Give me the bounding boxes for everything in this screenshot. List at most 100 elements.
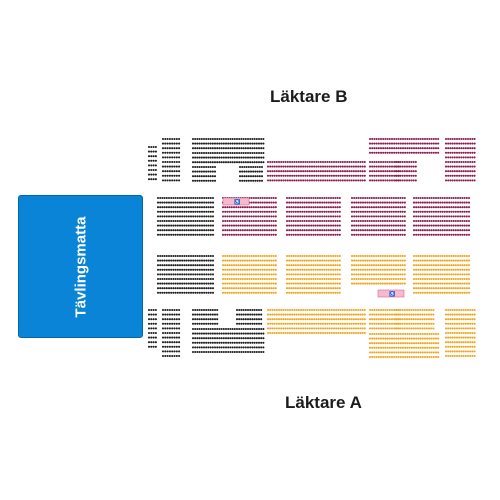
seat[interactable] (453, 313, 456, 316)
seat[interactable] (337, 327, 340, 330)
seat[interactable] (455, 341, 459, 344)
seat[interactable] (221, 287, 225, 290)
seat[interactable] (296, 224, 300, 227)
seat[interactable] (316, 291, 319, 294)
seat[interactable] (194, 206, 197, 209)
seat[interactable] (178, 287, 182, 290)
seat[interactable] (467, 291, 471, 294)
seat[interactable] (209, 332, 212, 335)
seat[interactable] (394, 313, 398, 316)
seat[interactable] (202, 142, 206, 145)
seat[interactable] (313, 327, 316, 330)
seat[interactable] (273, 308, 276, 312)
seat[interactable] (257, 215, 260, 218)
seat[interactable] (317, 308, 320, 312)
seat[interactable] (191, 327, 195, 331)
seat[interactable] (437, 268, 440, 271)
seat[interactable] (161, 201, 164, 204)
seat[interactable] (357, 264, 360, 267)
seat[interactable] (393, 318, 396, 321)
seat[interactable] (449, 354, 452, 358)
seat[interactable] (379, 224, 382, 227)
seat[interactable] (471, 322, 474, 325)
seat[interactable] (406, 142, 409, 145)
seat[interactable] (321, 219, 324, 223)
seat[interactable] (430, 233, 433, 236)
seat[interactable] (397, 313, 400, 316)
seat[interactable] (216, 332, 219, 335)
seat[interactable] (209, 170, 212, 173)
seat[interactable] (326, 165, 329, 168)
seat[interactable] (285, 224, 289, 227)
seat[interactable] (359, 273, 362, 276)
seat[interactable] (430, 313, 433, 316)
seat[interactable] (166, 151, 169, 154)
seat[interactable] (454, 219, 457, 223)
seat[interactable] (393, 351, 396, 354)
seat[interactable] (244, 327, 247, 331)
seat[interactable] (205, 282, 208, 285)
seat[interactable] (373, 170, 376, 173)
seat[interactable] (353, 196, 356, 200)
seat[interactable] (173, 160, 176, 164)
seat[interactable] (241, 229, 244, 232)
seat[interactable] (181, 254, 184, 258)
seat[interactable] (408, 355, 411, 359)
seat[interactable] (428, 215, 431, 218)
seat[interactable] (434, 229, 438, 232)
seat[interactable] (159, 273, 162, 276)
seat[interactable] (246, 254, 249, 258)
seat[interactable] (211, 313, 214, 316)
seat[interactable] (379, 233, 382, 236)
seat[interactable] (233, 332, 236, 335)
seat[interactable] (232, 254, 236, 258)
seat[interactable] (183, 254, 186, 258)
seat[interactable] (453, 174, 456, 177)
seat[interactable] (200, 142, 203, 145)
seat[interactable] (253, 161, 256, 164)
seat[interactable] (224, 233, 227, 236)
seat[interactable] (332, 224, 335, 227)
seat[interactable] (406, 355, 409, 359)
seat[interactable] (325, 229, 328, 232)
seat[interactable] (308, 179, 311, 182)
seat[interactable] (293, 174, 296, 177)
seat[interactable] (434, 147, 438, 150)
seat[interactable] (205, 264, 208, 267)
seat[interactable] (254, 282, 258, 285)
seat[interactable] (377, 229, 380, 232)
seat[interactable] (353, 201, 356, 204)
seat[interactable] (372, 224, 376, 227)
seat[interactable] (181, 259, 184, 262)
seat[interactable] (357, 273, 360, 276)
seat[interactable] (196, 308, 199, 312)
seat[interactable] (417, 337, 420, 340)
seat[interactable] (263, 291, 266, 294)
seat[interactable] (373, 327, 376, 330)
seat[interactable] (211, 282, 215, 285)
seat[interactable] (352, 322, 355, 325)
seat[interactable] (285, 277, 289, 281)
seat[interactable] (417, 282, 420, 285)
seat[interactable] (250, 287, 253, 290)
seat[interactable] (456, 206, 460, 209)
seat[interactable] (164, 341, 167, 344)
seat[interactable] (292, 233, 295, 236)
seat[interactable] (471, 308, 474, 312)
seat[interactable] (248, 206, 251, 209)
seat[interactable] (459, 233, 462, 236)
seat[interactable] (288, 174, 292, 177)
seat[interactable] (451, 327, 454, 330)
seat[interactable] (198, 337, 201, 340)
seat[interactable] (230, 233, 233, 236)
seat[interactable] (353, 254, 356, 258)
seat[interactable] (394, 201, 398, 204)
seat[interactable] (235, 233, 238, 236)
seat[interactable] (341, 179, 344, 182)
seat[interactable] (246, 332, 250, 335)
seat[interactable] (430, 346, 433, 349)
seat[interactable] (185, 287, 188, 290)
seat[interactable] (307, 268, 311, 271)
seat[interactable] (364, 219, 367, 223)
seat[interactable] (372, 254, 376, 258)
